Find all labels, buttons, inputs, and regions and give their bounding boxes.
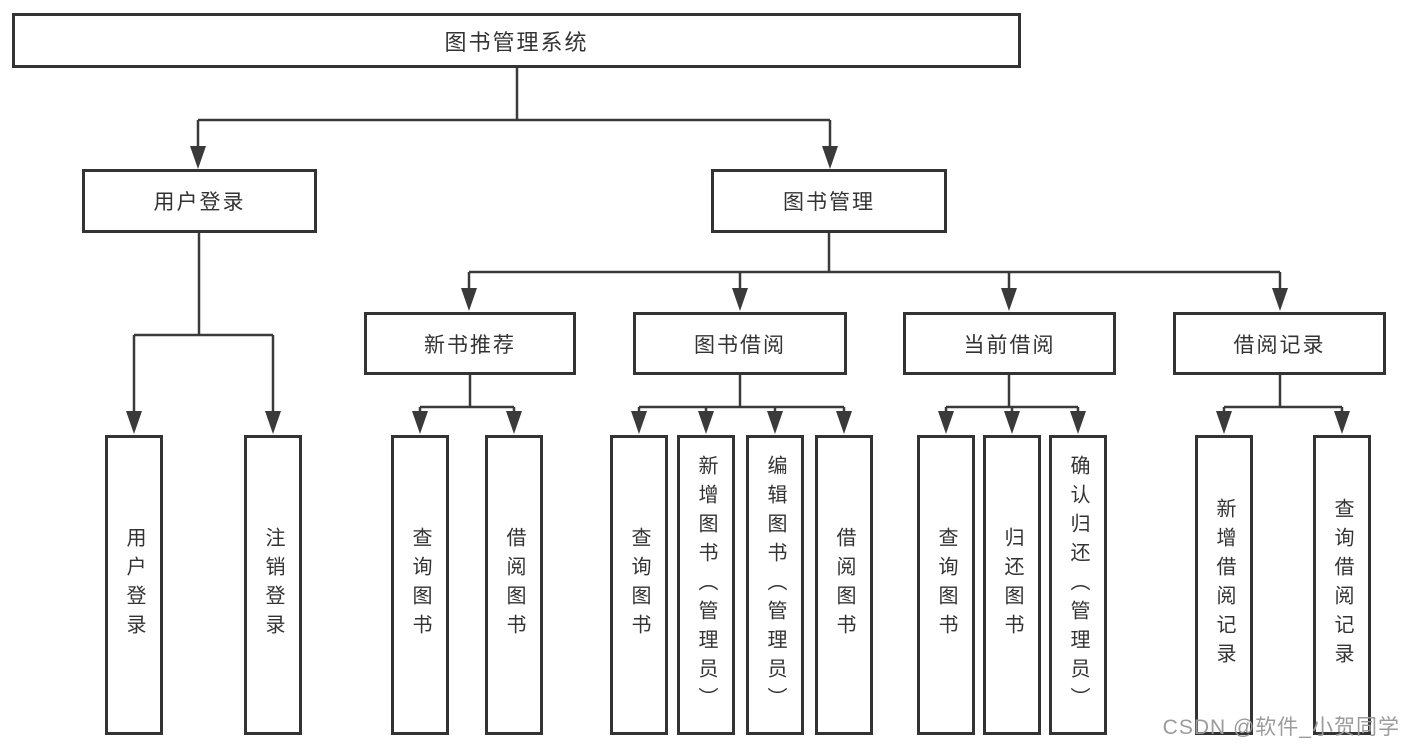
leaf-borrow-books: 借阅图书 bbox=[815, 435, 873, 735]
node-borrow-records: 借阅记录 bbox=[1173, 312, 1386, 375]
leaf-edit-books-admin: 编辑图书（管理员） bbox=[746, 435, 804, 735]
leaf-logout: 注销登录 bbox=[244, 435, 302, 735]
connector-book-borrow-branch bbox=[631, 375, 852, 434]
node-label: 借阅记录 bbox=[1233, 333, 1326, 357]
leaf-query-books-borrow: 查询图书 bbox=[610, 435, 668, 735]
leaf-query-borrow-record: 查询借阅记录 bbox=[1313, 435, 1371, 735]
leaf-label: 确认归还（管理员） bbox=[1067, 454, 1089, 716]
connector-root-to-level2 bbox=[190, 68, 838, 169]
connector-user-login-branch bbox=[126, 233, 281, 434]
leaf-add-books-admin: 新增图书（管理员） bbox=[677, 435, 735, 735]
leaf-label: 借阅图书 bbox=[833, 527, 855, 643]
node-label: 图书借阅 bbox=[694, 333, 786, 357]
node-label: 图书管理系统 bbox=[444, 29, 589, 55]
connector-borrow-records-branch bbox=[1216, 375, 1350, 434]
node-label: 新书推荐 bbox=[424, 333, 516, 357]
leaf-confirm-return-admin: 确认归还（管理员） bbox=[1049, 435, 1107, 735]
node-current-borrow: 当前借阅 bbox=[903, 312, 1116, 375]
leaf-label: 新增借阅记录 bbox=[1213, 498, 1235, 672]
leaf-label: 查询借阅记录 bbox=[1331, 498, 1353, 672]
connector-book-management-branch bbox=[461, 233, 1288, 311]
node-label: 当前借阅 bbox=[963, 333, 1056, 357]
leaf-user-login: 用户登录 bbox=[105, 435, 163, 735]
leaf-label: 查询图书 bbox=[628, 527, 650, 643]
connector-current-borrow-branch bbox=[938, 375, 1086, 434]
leaf-label: 新增图书（管理员） bbox=[695, 454, 717, 716]
leaf-query-books-current: 查询图书 bbox=[917, 435, 975, 735]
leaf-label: 用户登录 bbox=[123, 527, 145, 643]
leaf-label: 查询图书 bbox=[409, 527, 431, 643]
leaf-query-books-recommend: 查询图书 bbox=[391, 435, 449, 735]
leaf-label: 编辑图书（管理员） bbox=[764, 454, 786, 716]
node-book-management: 图书管理 bbox=[711, 169, 947, 233]
node-library-system: 图书管理系统 bbox=[12, 13, 1021, 68]
node-label: 用户登录 bbox=[153, 191, 246, 214]
leaf-label: 注销登录 bbox=[262, 527, 284, 643]
leaf-add-borrow-record: 新增借阅记录 bbox=[1195, 435, 1253, 735]
node-user-login: 用户登录 bbox=[82, 169, 317, 233]
node-book-borrow: 图书借阅 bbox=[633, 312, 847, 375]
leaf-label: 归还图书 bbox=[1001, 527, 1023, 643]
leaf-label: 借阅图书 bbox=[503, 527, 525, 643]
node-label: 图书管理 bbox=[783, 191, 875, 214]
leaf-label: 查询图书 bbox=[935, 527, 957, 643]
leaf-return-books: 归还图书 bbox=[983, 435, 1041, 735]
node-new-book-recommend: 新书推荐 bbox=[364, 312, 576, 375]
connector-new-book-recommend-branch bbox=[412, 375, 522, 434]
leaf-borrow-books-recommend: 借阅图书 bbox=[485, 435, 543, 735]
csdn-watermark: CSDN @软件_小贺同学 bbox=[1162, 716, 1400, 739]
